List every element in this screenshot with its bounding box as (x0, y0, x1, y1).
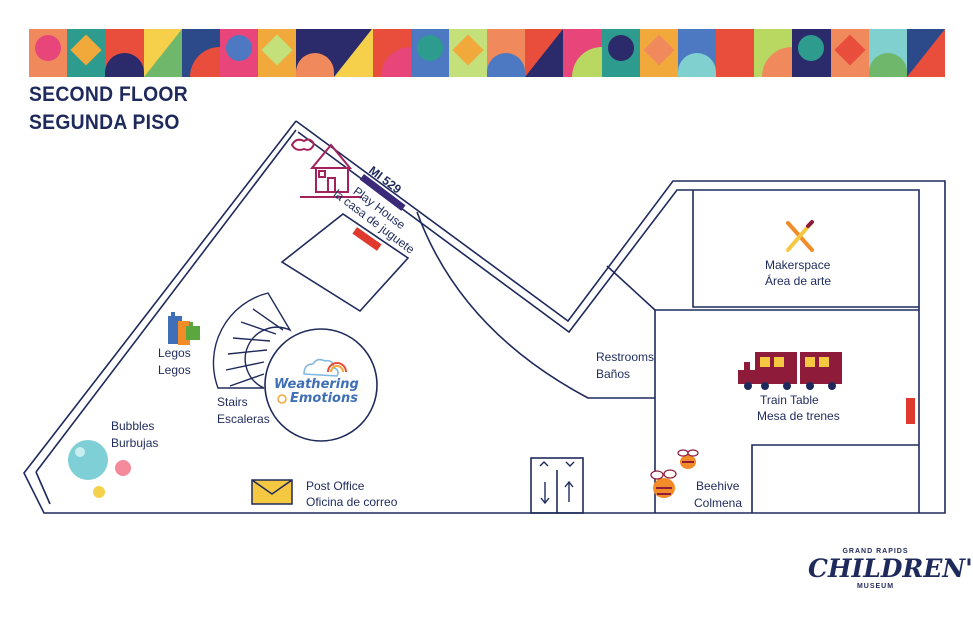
banner-shape (105, 53, 144, 77)
makerspace-wall (692, 190, 919, 308)
banner-shape (677, 53, 717, 77)
banner-shape (525, 29, 564, 77)
makerspace-label: Makerspace (765, 258, 831, 272)
banner-tile (29, 29, 68, 77)
banner-tile (448, 29, 488, 77)
inner-wall (297, 131, 920, 513)
banner-tile (219, 29, 259, 77)
lego-icon (168, 312, 200, 345)
banner-tile (258, 29, 297, 77)
banner-shape (607, 35, 634, 61)
logo-name-text: CHILDREN'S (808, 554, 973, 583)
envelope-icon (251, 479, 293, 505)
banner-tile (868, 29, 907, 77)
mi529-badge (359, 173, 406, 211)
banner-tile (67, 29, 106, 77)
banner-tile (372, 29, 411, 77)
weathering-emotions-logo: Weathering Emotions (274, 358, 359, 406)
decorative-banner (29, 29, 945, 77)
banner-tile (143, 29, 182, 77)
banner-tile (639, 29, 678, 77)
post-office-label-es: Oficina de correo (306, 495, 398, 509)
bubbles-icon (68, 440, 131, 498)
bubbles-label-es: Burbujas (111, 436, 158, 450)
banner-tile (677, 29, 717, 77)
play-house-box (280, 213, 410, 313)
sun-icon (277, 394, 287, 404)
restroom-wall (606, 265, 656, 311)
banner-shape (416, 35, 443, 61)
curved-wall (416, 211, 655, 399)
banner-tile (830, 29, 869, 77)
banner-shape (798, 35, 825, 61)
train-icon (738, 352, 842, 390)
floor-title-spanish: SEGUNDA PISO (29, 111, 180, 134)
emotions-text: Emotions (290, 391, 358, 406)
floor-title: SECOND FLOOR (29, 83, 188, 106)
bee-icon (650, 449, 699, 498)
banner-tile (754, 29, 793, 77)
logo-top-text: GRAND RAPIDS (842, 548, 909, 555)
weathering-text: Weathering (274, 377, 359, 392)
makerspace-label-es: Área de arte (765, 273, 831, 288)
banner-tile (525, 29, 564, 77)
logo-bottom-text: MUSEUM (856, 583, 895, 590)
beehive-label: Beehive (696, 479, 740, 493)
cloud-icon (303, 358, 339, 377)
brush-pencil-icon (786, 220, 814, 252)
beehive-label-es: Colmena (694, 496, 742, 510)
banner-shape (143, 29, 182, 77)
banner-shape (906, 29, 945, 77)
banner-shape (716, 29, 755, 77)
banner-tile (563, 29, 602, 77)
house-icon (290, 138, 362, 198)
weathering-room (264, 328, 378, 442)
legos-label: Legos (158, 346, 191, 360)
banner-shape (225, 35, 252, 61)
banner-shape (35, 35, 61, 61)
museum-logo: GRAND RAPIDS CHILDREN'S MUSEUM (808, 548, 973, 590)
restrooms-label: Restrooms (596, 350, 654, 364)
rainbow-icon (327, 362, 347, 373)
banner-tile (601, 29, 640, 77)
beehive-wall (751, 444, 919, 513)
train-table-label: Train Table (760, 393, 819, 407)
banner-tile (334, 29, 373, 77)
banner-tile (906, 29, 945, 77)
inner-wall-west (35, 129, 297, 473)
exit-marker-train (906, 398, 915, 424)
banner-tile (296, 29, 335, 77)
outer-wall (23, 120, 946, 514)
elevator-arrows-icon (539, 461, 575, 505)
stairs-icon (212, 292, 292, 389)
legos-label-es: Legos (158, 363, 191, 377)
post-office-label: Post Office (306, 479, 365, 493)
banner-tile (487, 29, 526, 77)
inner-wall-southwest (35, 471, 51, 505)
restrooms-label-es: Baños (596, 367, 630, 381)
stairs-label-es: Escaleras (217, 412, 270, 426)
stairs-label: Stairs (217, 395, 248, 409)
bubbles-label: Bubbles (111, 419, 154, 433)
exit-marker-play-house (352, 227, 382, 251)
banner-tile (105, 29, 144, 77)
banner-tile (410, 29, 449, 77)
banner-shape (334, 29, 373, 77)
banner-tile (181, 29, 220, 77)
banner-tile (716, 29, 755, 77)
train-table-label-es: Mesa de trenes (757, 409, 840, 423)
floor-outline (23, 120, 946, 514)
banner-shape (868, 53, 907, 77)
banner-tile (792, 29, 831, 77)
